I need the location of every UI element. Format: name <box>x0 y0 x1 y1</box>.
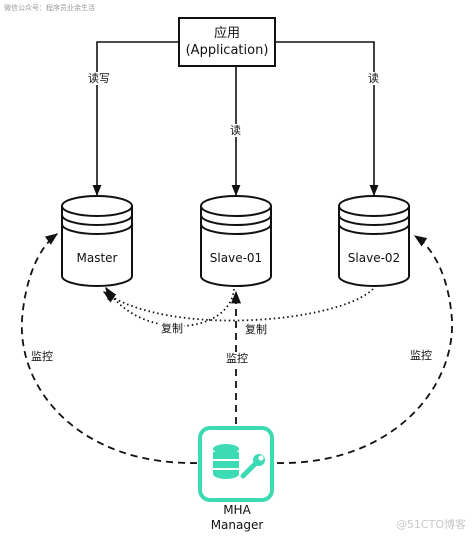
edge-monitor-slave2 <box>276 235 453 464</box>
master-database-icon <box>61 195 133 287</box>
label-monitor-slave1: 监控 <box>225 352 249 365</box>
edge-monitor-master <box>21 233 198 464</box>
slave2-label: Slave-02 <box>347 251 401 265</box>
slave1-label: Slave-01 <box>209 251 263 265</box>
edge-app-slave2 <box>276 41 379 197</box>
label-replicate-2: 复制 <box>244 323 268 336</box>
label-replicate-1: 复制 <box>160 322 184 335</box>
label-app-slave2: 读 <box>367 72 380 85</box>
edge-replicate-slave1-master <box>105 286 235 327</box>
slave1-database-icon <box>200 195 272 287</box>
edge-app-master <box>92 41 178 197</box>
label-app-slave1: 读 <box>229 124 242 137</box>
label-monitor-master: 监控 <box>30 350 54 363</box>
application-title: 应用 <box>213 26 240 41</box>
master-label: Master <box>76 251 118 265</box>
application-subtitle: (Application) <box>185 43 269 58</box>
mha-manager-label: MHA Manager <box>197 503 277 533</box>
edge-replicate-slave2-master <box>102 288 374 322</box>
watermark-bottom: @51CTO博客 <box>395 518 466 531</box>
mha-label-line1: MHA <box>223 503 251 517</box>
slave2-database-icon <box>338 195 410 287</box>
database-wrench-icon <box>198 426 274 502</box>
application-box: 应用 (Application) <box>178 17 276 67</box>
label-app-master: 读写 <box>87 72 111 85</box>
label-monitor-slave2: 监控 <box>409 349 433 362</box>
watermark-top: 微信公众号：程序员业余生活 <box>4 4 95 12</box>
mha-label-line2: Manager <box>210 518 264 532</box>
